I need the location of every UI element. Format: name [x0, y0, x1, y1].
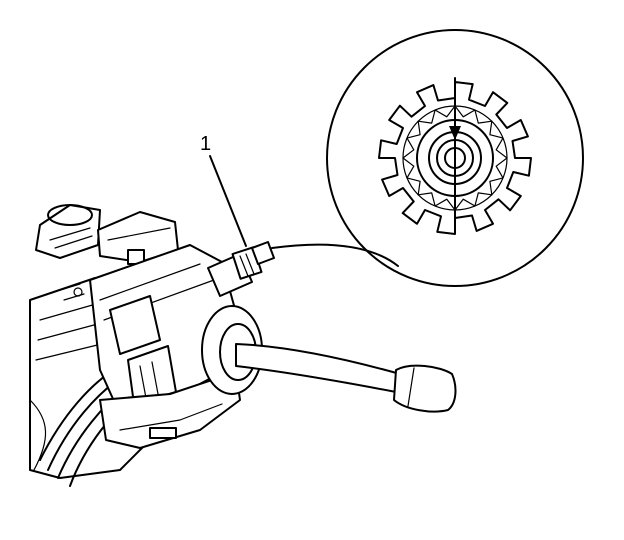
- alignment-mark: [449, 77, 461, 229]
- detail-view-circle: [326, 29, 584, 287]
- detail-leader-line: [271, 243, 399, 267]
- callout-label-1: 1: [200, 133, 211, 155]
- position-sensor: [207, 241, 275, 297]
- callout-1: 1: [200, 133, 247, 247]
- multifunction-lever: [235, 343, 457, 413]
- steering-column-assembly: [29, 204, 457, 487]
